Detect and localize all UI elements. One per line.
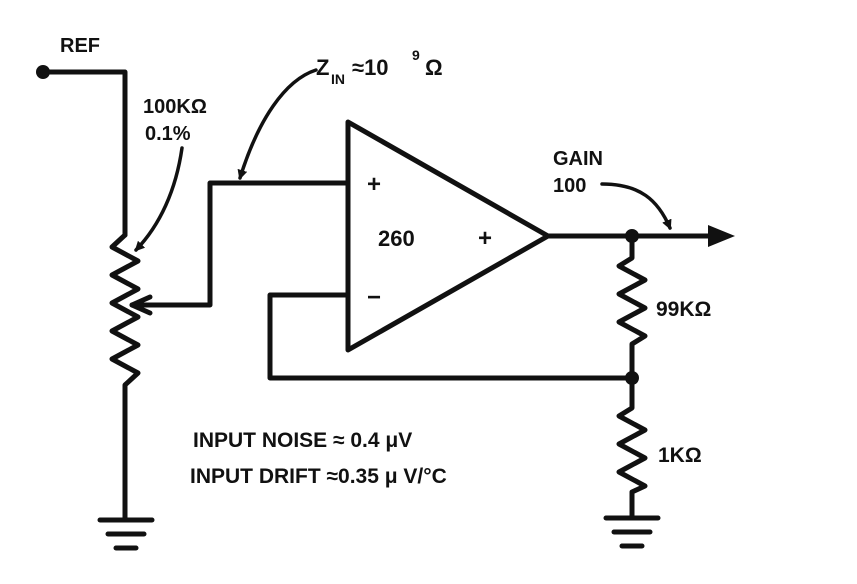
- potentiometer-resistor: [109, 232, 141, 523]
- amp-model-label: 260: [378, 226, 415, 251]
- amp-plus-input-sign: +: [367, 171, 381, 198]
- svg-text:IN: IN: [331, 71, 345, 87]
- pot-ground-symbol: [97, 517, 155, 551]
- output-ground-symbol: [603, 515, 661, 549]
- feedback-resistor-99k: [616, 233, 648, 381]
- r-feedback-label: 99KΩ: [656, 298, 711, 321]
- zin-label: Z IN ≈10 9 Ω: [316, 47, 443, 87]
- ground-resistor-1k: [616, 375, 648, 521]
- minus-input-wire: [267, 292, 635, 381]
- pot-value-label: 100KΩ: [143, 96, 207, 118]
- gain-value: 100: [553, 175, 586, 197]
- ref-label: REF: [60, 35, 100, 57]
- output-arrow: [708, 225, 735, 247]
- gain-label: GAIN: [553, 148, 603, 170]
- amp-minus-input-sign: −: [367, 284, 381, 311]
- gain-arrow: [600, 182, 672, 230]
- drift-spec: INPUT DRIFT ≈0.35 μ V/°C: [190, 465, 447, 488]
- plus-input-wire: [129, 180, 351, 308]
- pot-tolerance-label: 0.1%: [145, 123, 191, 145]
- amp-output-sign: +: [478, 225, 492, 252]
- noise-spec: INPUT NOISE ≈ 0.4 μV: [193, 429, 412, 452]
- r-ground-label: 1KΩ: [658, 444, 702, 467]
- zin-arrow: [237, 68, 318, 180]
- op-amp-260: [345, 119, 551, 353]
- svg-text:9: 9: [412, 47, 420, 63]
- pot-label-arrow: [134, 146, 184, 252]
- svg-text:Z: Z: [316, 55, 329, 80]
- svg-text:Ω: Ω: [425, 55, 443, 80]
- svg-text:≈10: ≈10: [352, 55, 389, 80]
- ref-wire: [40, 69, 128, 238]
